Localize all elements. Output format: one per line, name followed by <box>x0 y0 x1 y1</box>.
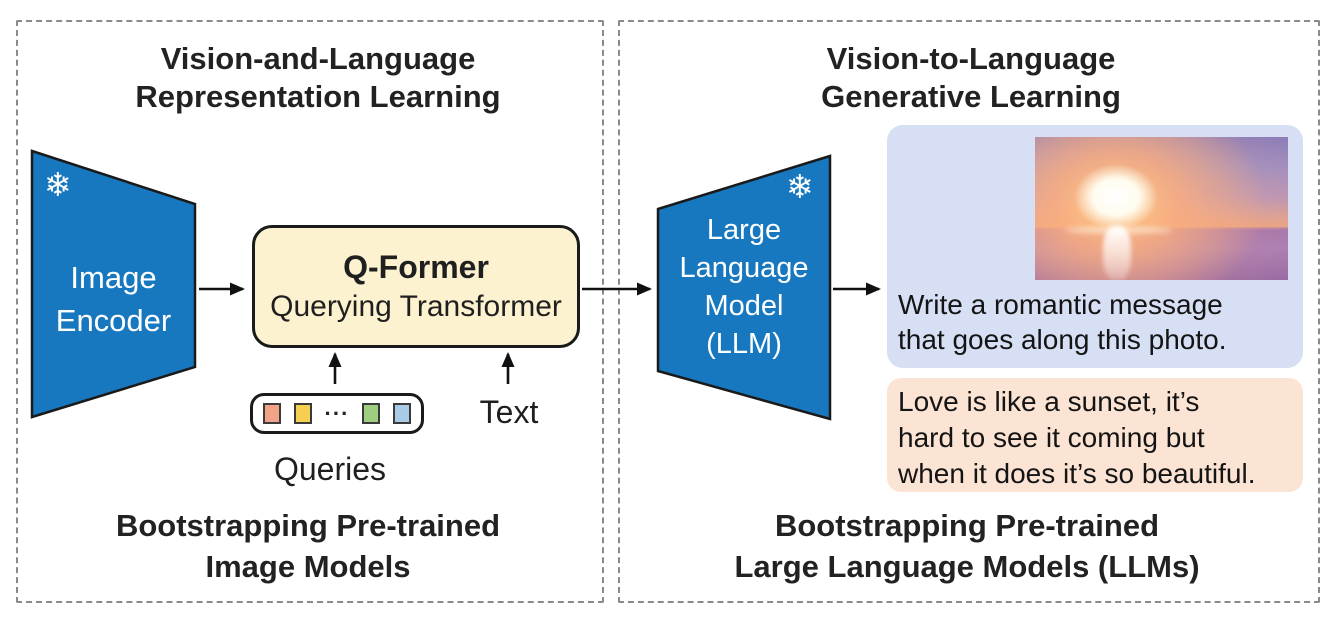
right-caption-line1: Bootstrapping Pre-trained <box>774 508 1160 543</box>
llm-label-line2: Language <box>679 252 809 284</box>
snowflake-icon: ❄ <box>44 166 72 203</box>
llm-label-line3: Model <box>704 290 784 322</box>
right-panel-caption: Bootstrapping Pre-trained Large Language… <box>618 505 1316 587</box>
queries-token-row: ··· <box>250 393 424 434</box>
left-panel-caption: Bootstrapping Pre-trained Image Models <box>16 505 600 587</box>
generative-learning-panel <box>618 20 1320 603</box>
right-title-line2: Generative Learning <box>821 79 1121 114</box>
qformer-box: Q-Former Querying Transformer <box>252 225 580 348</box>
response-text-line3: when it does it’s so beautiful. <box>898 458 1256 489</box>
image-encoder-label-line2: Encoder <box>55 303 172 338</box>
representation-learning-panel <box>16 20 604 603</box>
sunset-photo <box>1035 137 1288 280</box>
query-ellipsis: ··· <box>324 401 350 426</box>
query-token-3 <box>362 403 381 424</box>
left-title-line1: Vision-and-Language <box>160 41 476 76</box>
text-label: Text <box>479 394 539 430</box>
prompt-text: Write a romantic message that goes along… <box>898 287 1298 357</box>
prompt-text-line1: Write a romantic message <box>898 289 1223 320</box>
llm-label-line1: Large <box>706 214 782 246</box>
left-caption-line2: Image Models <box>205 549 411 584</box>
response-text: Love is like a sunset, it’s hard to see … <box>898 384 1308 492</box>
qformer-subtitle: Querying Transformer <box>270 290 562 323</box>
left-title-line2: Representation Learning <box>135 79 501 114</box>
qformer-title: Q-Former <box>343 249 489 285</box>
image-encoder-label-line1: Image <box>70 260 157 295</box>
query-token-2 <box>293 403 312 424</box>
query-token-4 <box>393 403 411 424</box>
queries-label: Queries <box>273 451 387 487</box>
sunset-reflection <box>1103 225 1132 280</box>
response-text-line2: hard to see it coming but <box>898 422 1205 453</box>
llm-label-line4: (LLM) <box>706 328 782 360</box>
snowflake-icon: ❄ <box>786 168 814 205</box>
response-bubble <box>887 378 1303 492</box>
right-panel-title: Vision-to-Language Generative Learning <box>622 40 1320 116</box>
query-token-1 <box>263 403 281 424</box>
image-encoder-label: Image Encoder <box>32 256 195 342</box>
left-panel-title: Vision-and-Language Representation Learn… <box>26 40 610 116</box>
right-title-line1: Vision-to-Language <box>826 41 1116 76</box>
prompt-text-line2: that goes along this photo. <box>898 324 1227 355</box>
left-caption-line1: Bootstrapping Pre-trained <box>115 508 501 543</box>
response-text-line1: Love is like a sunset, it’s <box>898 386 1200 417</box>
right-caption-line2: Large Language Models (LLMs) <box>734 549 1200 584</box>
llm-label: Large Language Model (LLM) <box>658 211 830 363</box>
